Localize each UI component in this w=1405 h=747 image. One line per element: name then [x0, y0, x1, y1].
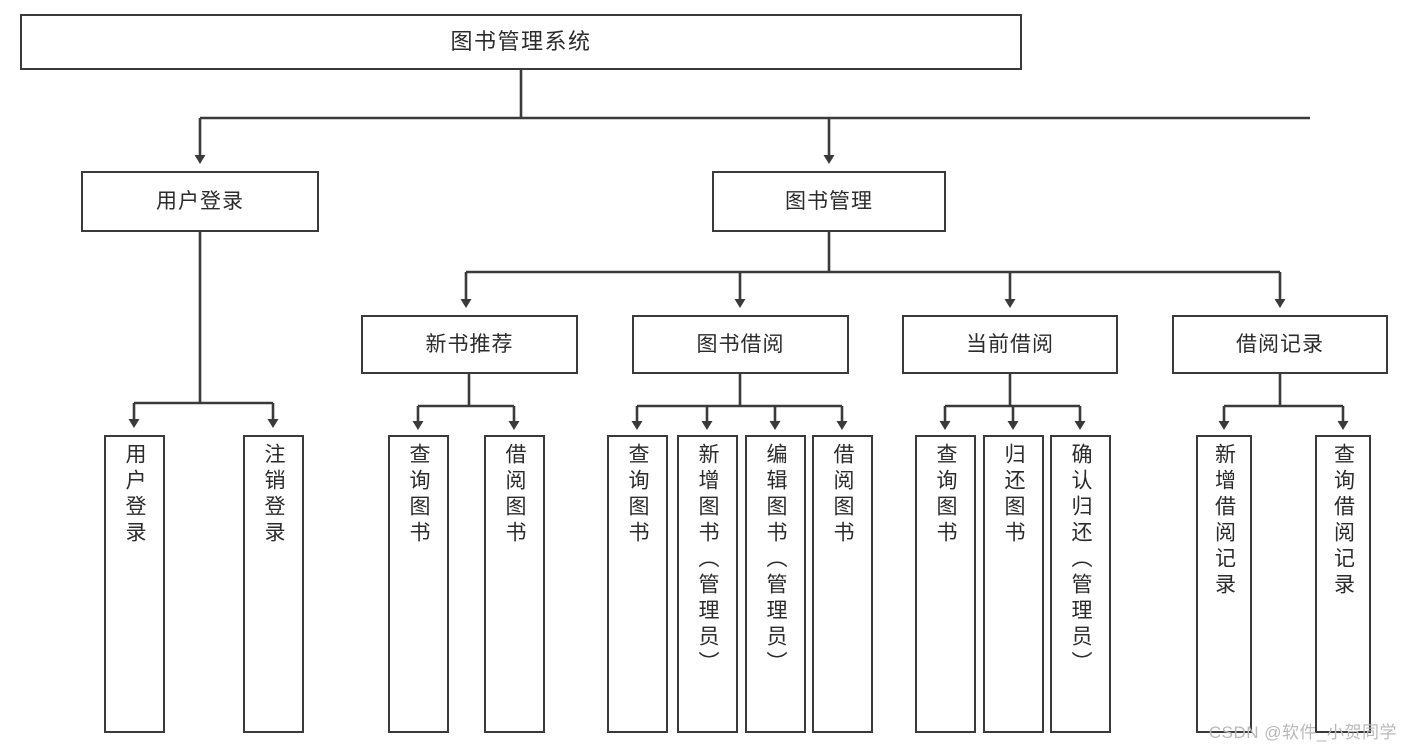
node-label: 用户登录 — [156, 189, 244, 213]
node-label: 查询图书 — [626, 443, 649, 547]
node-label: 新增图书（管理员） — [696, 443, 719, 677]
node-label: 查询图书 — [407, 443, 430, 547]
node-label: 查询借阅记录 — [1331, 443, 1355, 599]
node-root-system[interactable]: 图书管理系统 — [20, 14, 1022, 70]
leaf-edit-book-admin[interactable]: 编辑图书（管理员） — [745, 435, 806, 733]
leaf-query-book-current[interactable]: 查询图书 — [915, 435, 976, 733]
leaf-add-book-admin[interactable]: 新增图书（管理员） — [677, 435, 738, 733]
node-book-management[interactable]: 图书管理 — [712, 171, 946, 232]
node-label: 新书推荐 — [425, 332, 514, 356]
watermark-text: CSDN @软件_小贺同学 — [1208, 723, 1397, 742]
node-user-login[interactable]: 用户登录 — [81, 171, 319, 232]
node-book-borrow[interactable]: 图书借阅 — [632, 315, 849, 374]
node-label: 借阅记录 — [1236, 332, 1324, 356]
node-label: 新增借阅记录 — [1212, 443, 1236, 599]
node-label: 编辑图书（管理员） — [764, 443, 787, 677]
node-label: 借阅图书 — [831, 443, 854, 547]
node-label: 确认归还（管理员） — [1069, 443, 1092, 677]
leaf-query-book-borrow[interactable]: 查询图书 — [607, 435, 668, 733]
node-label: 归还图书 — [1002, 443, 1025, 547]
node-new-book-recommend[interactable]: 新书推荐 — [361, 315, 578, 374]
node-label: 查询图书 — [934, 443, 957, 547]
leaf-query-book-recommend[interactable]: 查询图书 — [388, 435, 449, 733]
leaf-borrow-book-recommend[interactable]: 借阅图书 — [484, 435, 545, 733]
leaf-query-borrow-record[interactable]: 查询借阅记录 — [1315, 435, 1371, 733]
node-borrow-record[interactable]: 借阅记录 — [1172, 315, 1388, 374]
node-label: 当前借阅 — [966, 332, 1054, 356]
leaf-add-borrow-record[interactable]: 新增借阅记录 — [1196, 435, 1252, 733]
node-current-borrow[interactable]: 当前借阅 — [902, 315, 1118, 374]
node-label: 借阅图书 — [503, 443, 526, 547]
leaf-logout[interactable]: 注销登录 — [243, 435, 304, 733]
node-label: 用户登录 — [123, 443, 146, 547]
leaf-confirm-return-admin[interactable]: 确认归还（管理员） — [1050, 435, 1111, 733]
leaf-return-book[interactable]: 归还图书 — [983, 435, 1044, 733]
node-label: 图书管理系统 — [450, 28, 592, 54]
leaf-borrow-book[interactable]: 借阅图书 — [812, 435, 873, 733]
node-label: 图书管理 — [785, 189, 873, 213]
node-label: 注销登录 — [262, 443, 285, 547]
leaf-user-login[interactable]: 用户登录 — [104, 435, 165, 733]
node-label: 图书借阅 — [696, 332, 785, 356]
